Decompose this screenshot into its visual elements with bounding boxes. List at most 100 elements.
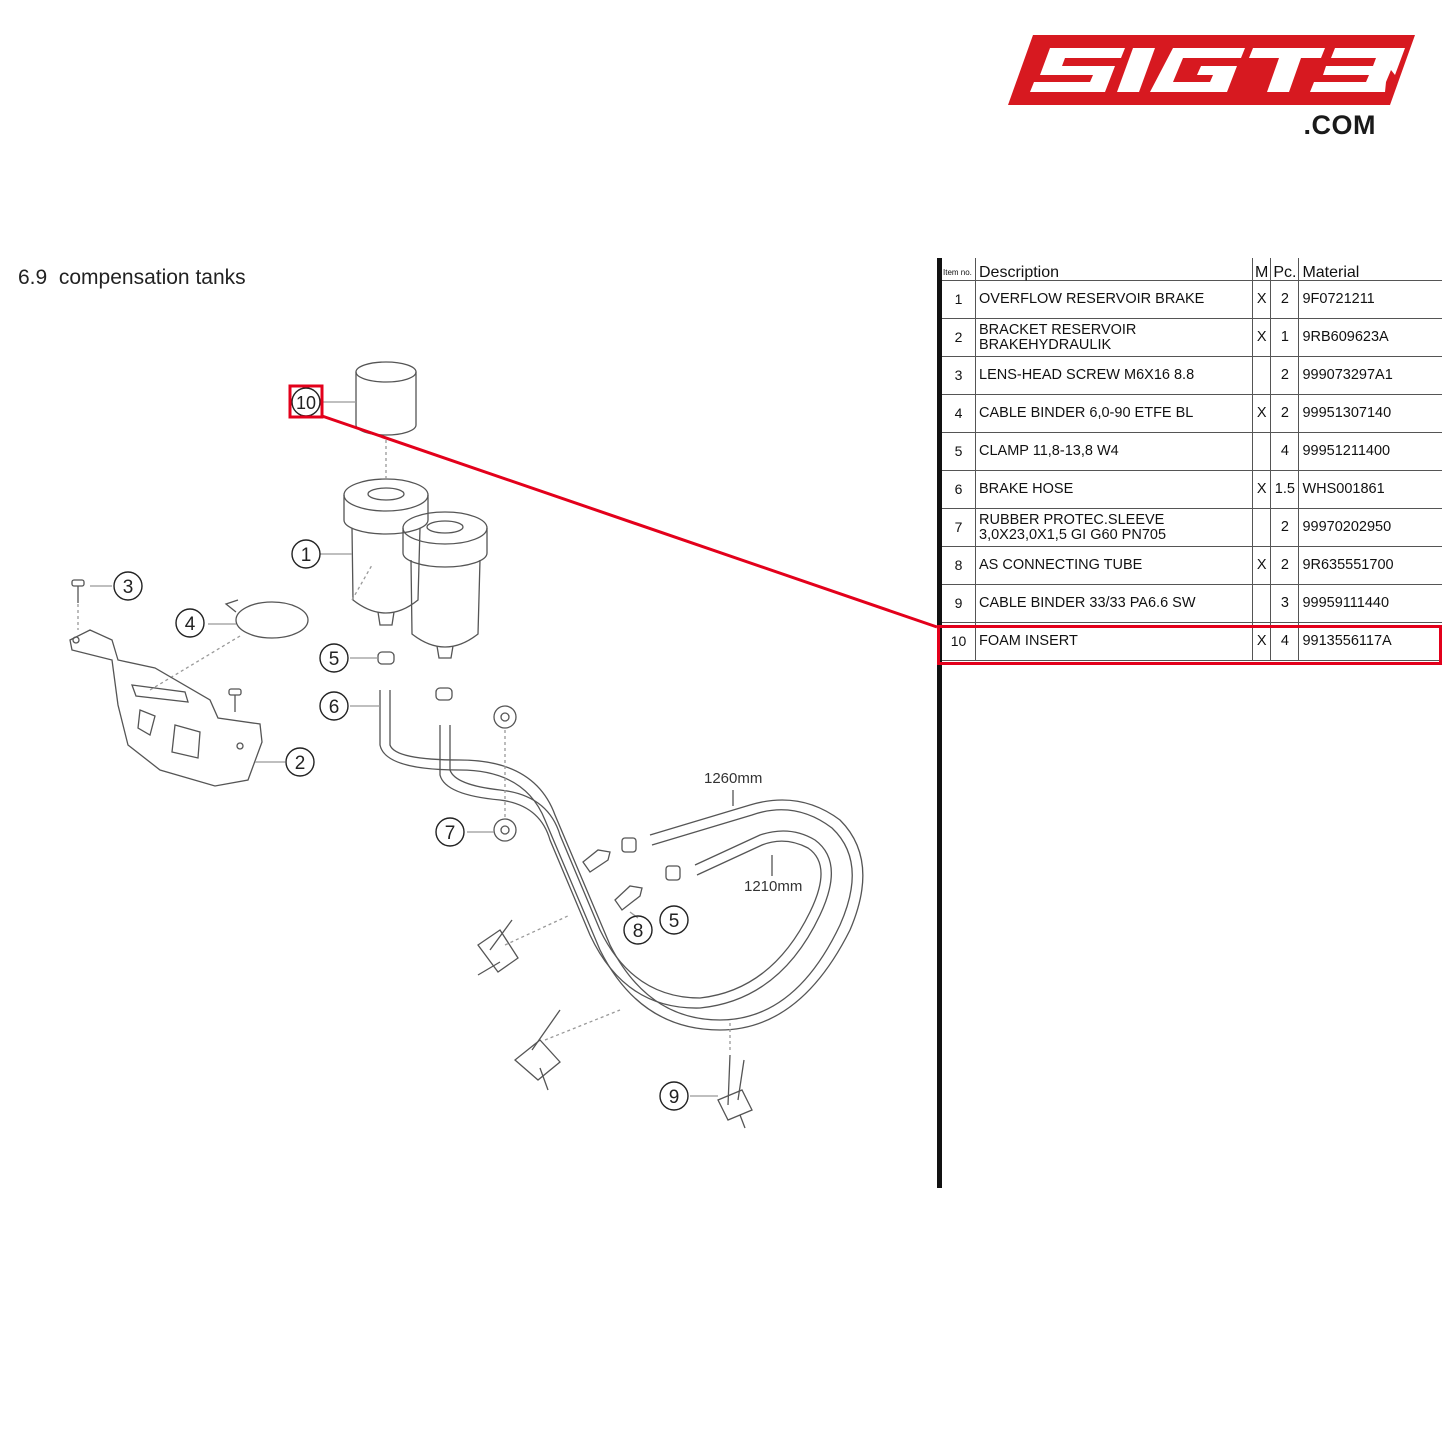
cell-m: X [1251,318,1271,357]
table-row-highlighted: 10 FOAM INSERT X 4 9913556117A [942,622,1443,661]
reservoir-b-part [402,511,488,659]
reservoir-a-part [343,478,429,626]
cell-item: 10 [942,622,976,661]
header-pc: Pc. [1270,258,1299,281]
callout-7-label: 7 [445,823,456,844]
callout-5a [319,643,349,673]
cell-pc: 2 [1270,394,1299,433]
table-row: 8 AS CONNECTING TUBE X 2 9R635551700 [942,546,1443,585]
callout-7 [435,817,465,847]
callout-9 [659,1081,689,1111]
callout-2-label: 2 [295,753,306,774]
clamp-part [377,651,453,701]
callout-4-label: 4 [185,614,196,635]
table-header-row: Item no. Description M Pc. Material [942,258,1443,281]
cell-item: 7 [942,508,976,547]
cell-item: 8 [942,546,976,585]
cell-item: 9 [942,584,976,623]
cell-item: 4 [942,394,976,433]
header-material: Material [1298,258,1443,281]
cell-m: X [1251,470,1271,509]
parts-table: Item no. Description M Pc. Material 1 OV… [942,258,1443,661]
cell-m [1251,584,1271,623]
header-description: Description [975,258,1253,281]
foam-insert-part [355,361,417,436]
screw-part [71,579,242,712]
cell-material: WHS001861 [1298,470,1443,509]
callout-8-label: 8 [633,921,644,942]
cell-description: CLAMP 11,8-13,8 W4 [975,432,1253,471]
cell-m: X [1251,280,1271,319]
cell-description: CABLE BINDER 33/33 PA6.6 SW [975,584,1253,623]
logo: .COM [1005,30,1420,145]
cell-description: LENS-HEAD SCREW M6X16 8.8 [975,356,1253,395]
cell-material: 99959111440 [1298,584,1443,623]
cell-description: FOAM INSERT [975,622,1253,661]
cell-m [1251,432,1271,471]
callout-6-label: 6 [329,697,340,718]
logo-domain-suffix: .COM [1303,110,1376,140]
cell-pc: 1 [1270,318,1299,357]
callout-4 [175,608,205,638]
cell-pc: 2 [1270,280,1299,319]
cell-description: BRACKET RESERVOIR BRAKEHYDRAULIK [975,318,1253,357]
cell-m: X [1251,546,1271,585]
callout-1 [291,539,321,569]
cable-binder-ring-part [224,599,309,639]
callout-3-label: 3 [123,577,134,598]
cell-pc: 2 [1270,546,1299,585]
cell-description: RUBBER PROTEC.SLEEVE 3,0X23,0X1,5 GI G60… [975,508,1253,547]
highlight-connector-line [321,414,938,629]
cell-item: 5 [942,432,976,471]
rubber-sleeve-part [493,705,517,842]
cell-description: CABLE BINDER 6,0-90 ETFE BL [975,394,1253,433]
cell-pc: 2 [1270,356,1299,395]
cell-material: 99970202950 [1298,508,1443,547]
hose-length-a-label: 1260mm [704,770,762,787]
cell-pc: 4 [1270,432,1299,471]
table-row: 4 CABLE BINDER 6,0-90 ETFE BL X 2 999513… [942,394,1443,433]
cell-pc: 1.5 [1270,470,1299,509]
highlight-callout-box [288,384,324,419]
cell-material: 99951307140 [1298,394,1443,433]
table-row: 1 OVERFLOW RESERVOIR BRAKE X 2 9F0721211 [942,280,1443,319]
table-row: 6 BRAKE HOSE X 1.5 WHS001861 [942,470,1443,509]
cell-material: 99951211400 [1298,432,1443,471]
connecting-tube-part [582,837,681,911]
cell-description: OVERFLOW RESERVOIR BRAKE [975,280,1253,319]
header-m: M [1251,258,1271,281]
cell-description: BRAKE HOSE [975,470,1253,509]
cell-item: 1 [942,280,976,319]
table-row: 5 CLAMP 11,8-13,8 W4 4 99951211400 [942,432,1443,471]
cell-item: 3 [942,356,976,395]
cell-m [1251,508,1271,547]
table-left-rule [937,258,942,1188]
cell-material: 9R635551700 [1298,546,1443,585]
cell-description: AS CONNECTING TUBE [975,546,1253,585]
callout-5b [659,905,689,935]
cell-pc: 3 [1270,584,1299,623]
cell-item: 6 [942,470,976,509]
cell-material: 9913556117A [1298,622,1443,661]
bracket-part [69,629,263,787]
section-title: 6.9 compensation tanks [18,266,246,289]
callout-8 [623,915,653,945]
callout-5b-label: 5 [669,911,680,932]
cell-m: X [1251,622,1271,661]
header-item-no: Item no. [942,258,976,281]
table-row: 9 CABLE BINDER 33/33 PA6.6 SW 3 99959111… [942,584,1443,623]
table-row: 3 LENS-HEAD SCREW M6X16 8.8 2 999073297A… [942,356,1443,395]
cable-binder-part [477,919,753,1129]
callout-1-label: 1 [301,545,312,566]
cell-m: X [1251,394,1271,433]
cell-pc: 2 [1270,508,1299,547]
callout-3 [113,571,143,601]
callout-9-label: 9 [669,1087,680,1108]
table-row: 7 RUBBER PROTEC.SLEEVE 3,0X23,0X1,5 GI G… [942,508,1443,547]
table-row: 2 BRACKET RESERVOIR BRAKEHYDRAULIK X 1 9… [942,318,1443,357]
callout-2 [285,747,315,777]
callout-5a-label: 5 [329,649,340,670]
hose-length-b-label: 1210mm [744,878,802,895]
cell-material: 999073297A1 [1298,356,1443,395]
